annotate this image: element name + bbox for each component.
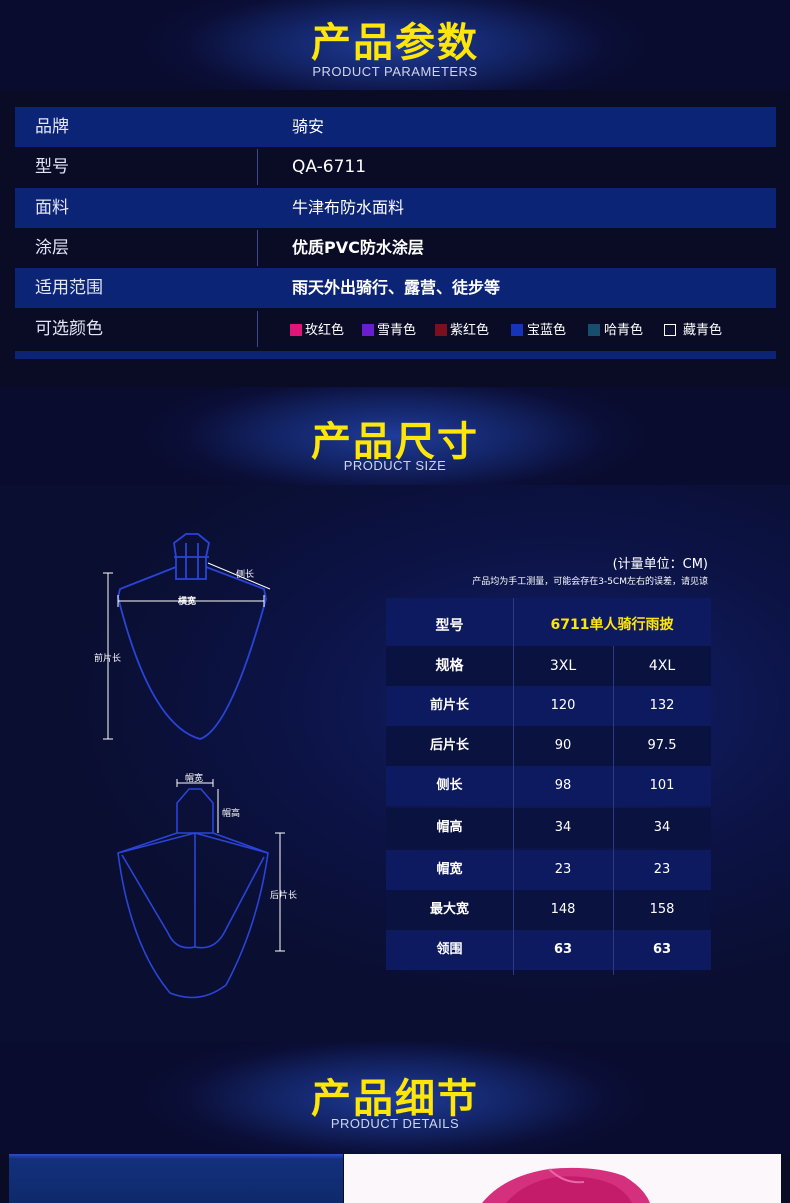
raincoat-diagram (103, 533, 285, 999)
dim-width-label: 横宽 (178, 597, 197, 607)
color-swatch (511, 324, 523, 336)
param-row: 涂层 优质PVC防水涂层 (15, 228, 776, 268)
size-unit: (计量单位：CM) (612, 557, 708, 572)
spec-label: 规格 (435, 658, 464, 674)
size-header: 产品尺寸 PRODUCT SIZE (0, 387, 790, 485)
size-table-spec-row: 规格 3XL 4XL (386, 646, 711, 686)
row-label: 帽宽 (436, 862, 463, 877)
params-subtitle: PRODUCT PARAMETERS (312, 64, 478, 79)
model-label: 型号 (435, 618, 464, 634)
size-note: 产品均为手工测量，可能会存在3-5CM左右的误差，请见谅 (472, 577, 708, 587)
size-table-header-row: 型号 6711单人骑行雨披 (386, 598, 711, 646)
row-value-4xl: 132 (649, 698, 675, 713)
color-swatch (435, 324, 447, 336)
row-value-3xl: 98 (554, 778, 572, 793)
param-value: 牛津布防水面料 (292, 198, 405, 217)
param-key: 可选颜色 (35, 319, 103, 339)
row-value-4xl: 101 (649, 778, 675, 793)
dim-side-label: 侧长 (236, 570, 255, 580)
size-table-row: 帽宽 23 23 (386, 850, 711, 890)
param-row: 品牌 骑安 (15, 107, 776, 147)
param-row: 适用范围 雨天外出骑行、露营、徒步等 (15, 268, 776, 308)
params-header: 产品参数 PRODUCT PARAMETERS (0, 0, 790, 90)
param-row: 面料 牛津布防水面料 (15, 188, 776, 228)
row-label: 前片长 (429, 698, 469, 713)
size-table-row: 后片长 90 97.5 (386, 726, 711, 766)
row-label: 侧长 (436, 778, 463, 793)
row-label: 领围 (436, 942, 463, 957)
details-title: 产品细节 (311, 1076, 479, 1122)
color-label: 玫红色 (305, 323, 345, 338)
color-label: 藏青色 (683, 323, 723, 338)
size-table-row: 帽高 34 34 (386, 808, 711, 848)
details-header: 产品细节 PRODUCT DETAILS (0, 1042, 790, 1154)
raincoat-hood-image (482, 1167, 650, 1203)
row-value-3xl: 34 (554, 820, 572, 835)
size-table-row: 领围 63 63 (386, 930, 711, 970)
size-title: 产品尺寸 (311, 419, 479, 465)
color-label: 紫红色 (450, 323, 490, 338)
param-value: 优质PVC防水涂层 (292, 238, 424, 257)
size-subtitle: PRODUCT SIZE (343, 458, 447, 473)
color-swatch (588, 324, 600, 336)
color-label: 宝蓝色 (527, 323, 567, 338)
model-value: 6711单人骑行雨披 (550, 617, 674, 633)
details-body (0, 1154, 790, 1203)
row-value-4xl: 34 (653, 820, 671, 835)
color-label: 哈青色 (604, 323, 644, 338)
param-row-colors: 可选颜色 玫红色 雪青色 紫红色 宝蓝色 哈青色 藏青色 (15, 309, 776, 349)
param-key: 适用范围 (35, 278, 103, 298)
row-label: 最大宽 (429, 902, 469, 917)
row-label: 后片长 (429, 738, 469, 753)
dim-hat-width-label: 帽宽 (185, 774, 204, 784)
params-bottom-bar (15, 351, 776, 359)
detail-photo-right (344, 1154, 781, 1203)
param-value: 骑安 (292, 117, 325, 136)
row-value-4xl: 63 (652, 942, 672, 957)
dim-hat-height-label: 帽高 (222, 809, 241, 819)
size-table: 型号 6711单人骑行雨披 规格 3XL 4XL 前片长 120 132 后片长… (386, 598, 711, 975)
row-value-4xl: 158 (649, 902, 675, 917)
size-4xl: 4XL (648, 658, 676, 674)
param-row: 型号 QA-6711 (15, 147, 776, 187)
params-body: 品牌 骑安 型号 QA-6711 面料 牛津布防水面料 涂层 优质PVC防水涂层… (0, 90, 790, 387)
param-value: 雨天外出骑行、露营、徒步等 (292, 278, 501, 297)
param-value: QA-6711 (292, 157, 367, 177)
dim-back-label: 后片长 (270, 891, 298, 901)
row-label: 帽高 (436, 820, 463, 835)
row-value-3xl: 63 (553, 942, 573, 957)
row-value-3xl: 120 (550, 698, 576, 713)
row-value-3xl: 90 (554, 738, 572, 753)
param-key: 涂层 (35, 238, 69, 258)
param-key: 品牌 (35, 117, 69, 137)
size-3xl: 3XL (549, 658, 577, 674)
color-swatch (290, 324, 302, 336)
details-subtitle: PRODUCT DETAILS (330, 1116, 460, 1131)
color-swatch (664, 324, 676, 336)
color-label: 雪青色 (377, 323, 417, 338)
size-table-row: 最大宽 148 158 (386, 890, 711, 930)
param-key: 型号 (35, 157, 69, 177)
param-key: 面料 (35, 198, 69, 218)
params-title: 产品参数 (311, 20, 479, 66)
detail-photo-left (9, 1154, 343, 1203)
row-value-3xl: 148 (550, 902, 576, 917)
row-value-4xl: 97.5 (647, 738, 677, 753)
row-value-3xl: 23 (554, 862, 572, 877)
color-swatch (362, 324, 374, 336)
size-table-row: 侧长 98 101 (386, 766, 711, 806)
dim-front-label: 前片长 (94, 654, 122, 664)
row-value-4xl: 23 (653, 862, 671, 877)
size-table-row: 前片长 120 132 (386, 686, 711, 726)
